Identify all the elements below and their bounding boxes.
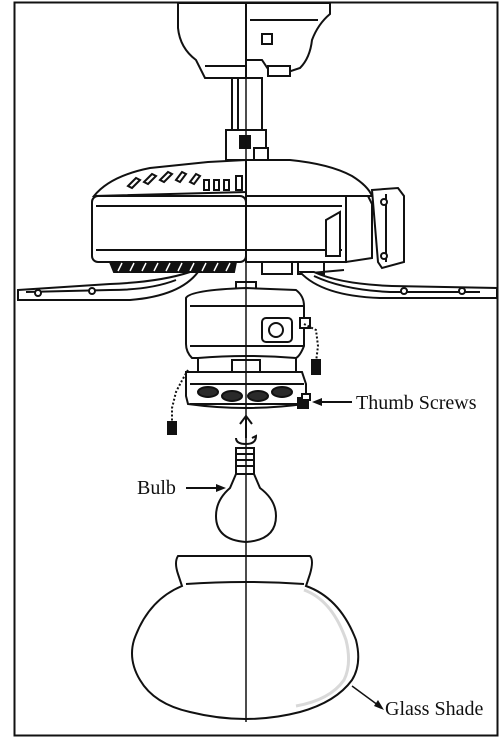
blade-arms [17,271,498,301]
downrod [225,77,269,163]
light-kit-ring [185,355,311,409]
glass-shade [131,555,360,720]
glass-shade-label: Glass Shade [385,698,483,720]
bulb-label: Bulb [137,477,176,499]
ceiling-canopy [177,2,331,79]
bulb-callout: Bulb [137,477,226,499]
motor-housing [91,158,405,275]
thumb-screws-callout: Thumb Screws [312,392,477,414]
glass-shade-callout: Glass Shade [351,685,483,720]
thumb-screws-label: Thumb Screws [356,392,477,414]
